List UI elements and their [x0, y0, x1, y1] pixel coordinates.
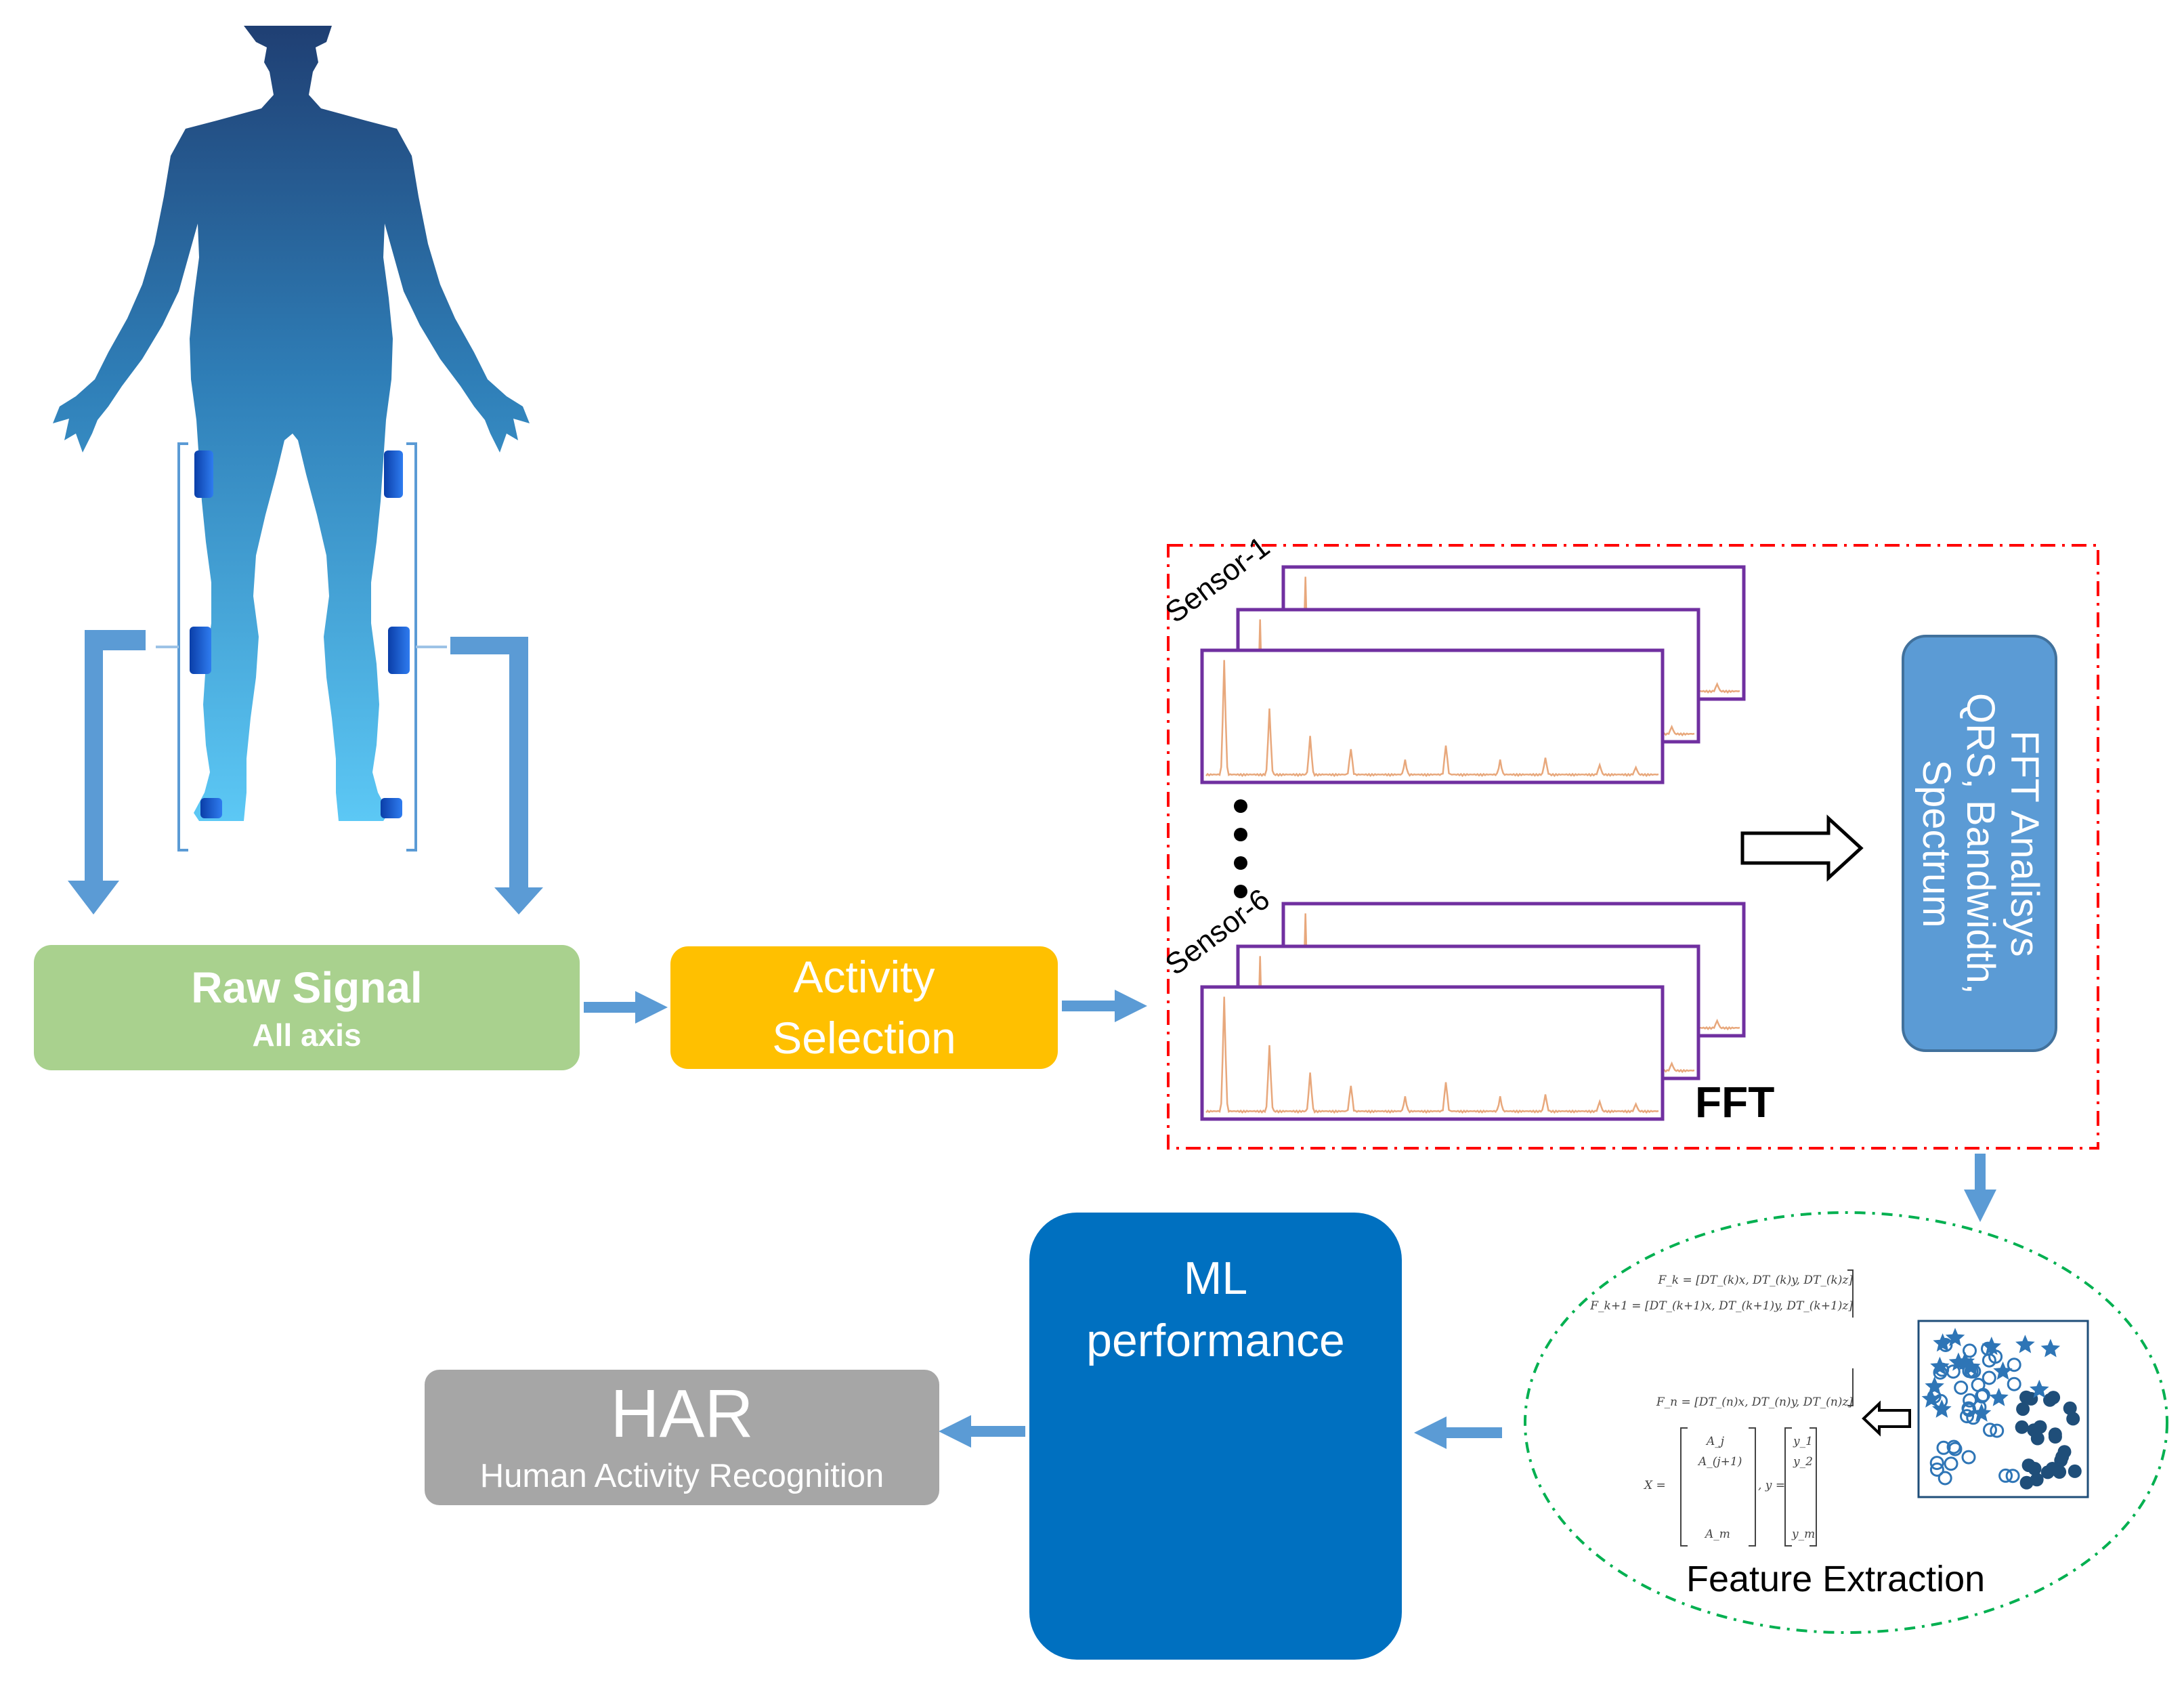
- equation-fk: F_k = [DT_(k)x, DT_(k)y, DT_(k)z]: [1658, 1274, 1853, 1287]
- scatter-ring: [1929, 1456, 1944, 1471]
- scatter-star: [1925, 1376, 1944, 1395]
- har-title: HAR: [610, 1376, 754, 1452]
- scatter-dot: [2030, 1431, 2044, 1446]
- scatter-dot: [2030, 1473, 2044, 1487]
- matrix-y-entry-2: y_2: [1793, 1455, 1813, 1469]
- hollow-left-arrow-icon: [1862, 1400, 1911, 1437]
- scatter-dot: [2028, 1462, 2042, 1475]
- ml-line-1: ML: [1183, 1253, 1248, 1304]
- scatter-star: [1921, 1389, 1942, 1408]
- scatter-dot: [2063, 1401, 2077, 1415]
- scatter-dot: [2055, 1450, 2070, 1464]
- scatter-star: [2040, 1339, 2061, 1358]
- fft-stack-sensor-1: [1200, 565, 1746, 784]
- activity-line-2: Selection: [772, 1012, 956, 1063]
- feature-extraction-label: Feature Extraction: [1686, 1559, 1986, 1599]
- matrix-y-entry-1: y_1: [1793, 1435, 1813, 1448]
- fft-section-frame: [1167, 544, 2099, 1150]
- matrix-brackets: [1680, 1269, 1854, 1547]
- scatter-dot: [2045, 1462, 2059, 1475]
- scatter-ring: [1998, 1468, 2013, 1483]
- activity-selection-box: Activity Selection: [670, 946, 1058, 1069]
- scatter-ring: [1944, 1456, 1958, 1471]
- scatter-star: [1982, 1337, 2001, 1355]
- scatter-ring: [2007, 1358, 2021, 1372]
- fft-frame: [1200, 985, 1665, 1121]
- scatter-ring: [1937, 1471, 1952, 1486]
- scatter-dot: [2068, 1464, 2082, 1478]
- cluster-scatter-plot: [1917, 1320, 2089, 1498]
- matrix-x-entry-3: A_m: [1705, 1528, 1730, 1541]
- scatter-star: [1971, 1403, 1992, 1422]
- fft-analysis-line-3: Spectrum: [1914, 759, 1958, 928]
- equation-fk1: F_k+1 = [DT_(k+1)x, DT_(k+1)y, DT_(k+1)z…: [1590, 1299, 1853, 1313]
- scatter-star: [1932, 1399, 1952, 1418]
- matrix-x-label: X =: [1644, 1479, 1666, 1492]
- scatter-dot: [2019, 1390, 2033, 1404]
- matrix-y-label: , y =: [1758, 1479, 1786, 1492]
- scatter-ring: [1946, 1439, 1961, 1454]
- matrix-y-entry-3: y_m: [1792, 1528, 1816, 1541]
- scatter-dot: [2015, 1420, 2029, 1434]
- raw-signal-subtitle: All axis: [252, 1017, 362, 1053]
- human-body-icon: [53, 26, 530, 851]
- hollow-right-arrow-icon: [1740, 814, 1864, 882]
- scatter-ring: [1961, 1450, 1976, 1465]
- scatter-star: [1933, 1333, 1952, 1352]
- flow-arrows: [584, 990, 1996, 1449]
- scatter-ring: [2005, 1469, 2020, 1484]
- scatter-dot: [2048, 1430, 2062, 1444]
- matrix-x-entry-1: A_j: [1707, 1435, 1725, 1448]
- scatter-ring: [1929, 1463, 1944, 1477]
- ellipsis-dots: [1234, 799, 1247, 898]
- scatter-ring: [1983, 1423, 1997, 1437]
- scatter-star: [1993, 1361, 2013, 1380]
- scatter-dot: [2066, 1412, 2080, 1426]
- scatter-ring: [1963, 1343, 1977, 1358]
- scatter-ring: [1990, 1423, 2005, 1438]
- scatter-dot: [2043, 1393, 2057, 1407]
- fft-stack-sensor-6: [1200, 902, 1746, 1121]
- ml-line-2: performance: [1086, 1314, 1345, 1366]
- sensor-down-arrows: [68, 630, 543, 914]
- scatter-star: [2030, 1379, 2049, 1398]
- feature-extraction-frame: [1524, 1211, 2168, 1634]
- raw-signal-title: Raw Signal: [191, 963, 423, 1012]
- scatter-ring: [1936, 1440, 1951, 1455]
- har-box: HAR Human Activity Recognition: [425, 1370, 939, 1505]
- scatter-star: [1930, 1356, 1950, 1375]
- equation-fn: F_n = [DT_(n)x, DT_(n)y, DT_(n)z]: [1656, 1395, 1853, 1409]
- scatter-ring: [1975, 1387, 1990, 1402]
- fft-analysis-text: FFT Analisys QRS, Bandwidth, Spectrum: [1914, 692, 2047, 994]
- scatter-ring: [2007, 1376, 2021, 1391]
- activity-line-1: Activity: [793, 952, 935, 1003]
- fft-analysis-line-2: QRS, Bandwidth,: [1958, 692, 2003, 994]
- matrix-x-entry-2: A_(j+1): [1698, 1455, 1742, 1469]
- scatter-star: [1989, 1387, 2009, 1406]
- scatter-dot: [2019, 1475, 2034, 1490]
- scatter-star: [2015, 1334, 2035, 1353]
- fft-spectrum-line: [1205, 996, 1659, 1114]
- scatter-ring: [1960, 1409, 1974, 1424]
- fft-frame: [1200, 648, 1665, 784]
- fft-label: FFT: [1695, 1078, 1775, 1127]
- scatter-ring: [1946, 1364, 1961, 1379]
- fft-analysis-box: FFT Analisys QRS, Bandwidth, Spectrum: [1902, 635, 2057, 1052]
- scatter-ring: [1954, 1381, 1969, 1395]
- scatter-ring: [1982, 1370, 1996, 1385]
- har-subtitle: Human Activity Recognition: [479, 1458, 884, 1494]
- raw-signal-box: Raw Signal All axis: [34, 945, 580, 1070]
- fft-analysis-line-1: FFT Analisys: [2002, 730, 2047, 957]
- ml-performance-box: ML performance: [1029, 1213, 1402, 1660]
- scatter-ring: [1961, 1401, 1976, 1416]
- scatter-dot: [2016, 1402, 2030, 1416]
- scatter-star: [1948, 1352, 1969, 1371]
- scatter-ring: [1963, 1393, 1977, 1408]
- fft-spectrum-line: [1205, 660, 1659, 778]
- scatter-star: [1961, 1357, 1981, 1376]
